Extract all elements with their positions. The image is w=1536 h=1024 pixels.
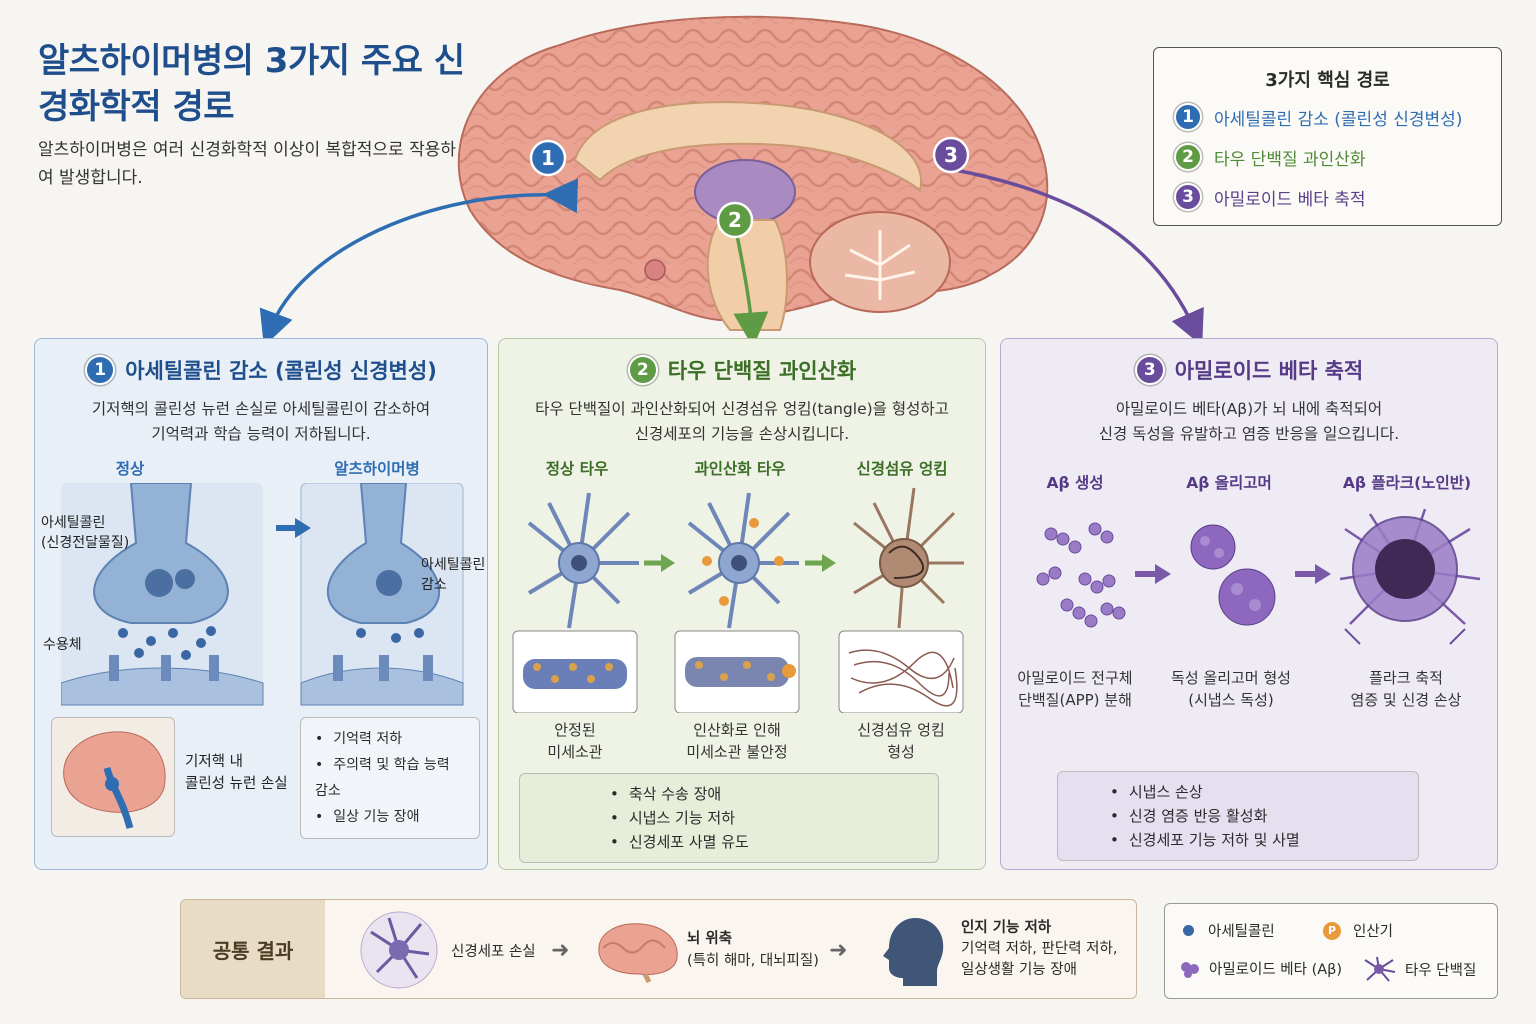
neuron-loss-icon [360,911,438,989]
legend-box: 아세틸콜린 P 인산기 아밀로이드 베타 (Aβ) 타우 단백질 [1164,903,1498,999]
panel-2-effects-list: 축삭 수송 장애 시냅스 기능 저하 신경세포 사멸 유도 [519,773,939,863]
page-subtitle: 알츠하이머병은 여러 신경화학적 이상이 복합적으로 작용하여 발생합니다. [38,140,457,188]
amyloid-caption-2: 독성 올리고머 형성(시냅스 독성) [1171,669,1291,709]
legend-item-phosphate: P 인산기 [1323,920,1393,941]
key-item-label: 타우 단백질 과인산화 [1214,149,1366,170]
stage-label: 신경섬유 엉킴 [856,460,948,478]
arrow-right-icon: ➜ [829,938,848,963]
common-step-3: 인지 기능 저하 기억력 저하, 판단력 저하, 일상생활 기능 장애 [961,920,1118,978]
number-badge: 3 [1134,355,1165,385]
key-item-2: 2 타우 단백질 과인산화 [1174,142,1366,172]
amyloid-illustration [1036,509,1481,645]
key-item-label: 아세틸콜린 감소 (콜린성 신경변성) [1214,109,1463,130]
common-result-label: 공통 결과 [181,900,325,998]
panel-2-description: 타우 단백질이 과인산화되어 신경섬유 엉킴(tangle)을 형성하고 신경세… [535,400,949,443]
common-result-box: 공통 결과 신경세포 손실 ➜ 뇌 위축 (특히 해마, 대뇌피질) ➜ 인지 … [180,899,1137,999]
number-badge: 1 [85,355,116,385]
svg-text:1: 1 [541,146,555,170]
panel-3-effects-list: 시냅스 손상 신경 염증 반응 활성화 신경세포 기능 저하 및 사멸 [1057,771,1419,861]
common-step-2: 뇌 위축 (특히 해마, 대뇌피질) [687,931,819,969]
brain-marker-2: 2 [716,201,754,239]
list-item: 축삭 수송 장애 [610,782,924,806]
list-item: 시냅스 기능 저하 [610,806,924,830]
corpus-callosum-shape [573,101,923,192]
stage-label: Aβ 플라크(노인반) [1342,474,1472,492]
stage-label: 정상 타우 [545,460,609,478]
key-item-label: 아밀로이드 베타 축적 [1214,189,1366,210]
panel-1-description: 기저핵의 콜린성 뉴런 손실로 아세틸콜린이 감소하여 기억력과 학습 능력이 … [91,400,431,443]
acetylcholine-dot-icon [1183,925,1194,936]
number-badge: 2 [627,355,658,385]
brain-illustration: 1 2 3 [259,15,1204,340]
stage-label: 과인산화 타우 [694,460,786,478]
brain-atrophy-icon [598,923,678,984]
svg-text:2: 2 [728,208,742,232]
page-title: 알츠하이머병의 3가지 주요 신경화학적 경로 [38,41,465,127]
panel-1-title: 아세틸콜린 감소 (콜린성 신경변성) [125,359,437,383]
head-profile-icon [883,918,944,986]
tau-neuron-icon [1364,956,1396,982]
phosphate-icon: P [1323,921,1341,940]
synapse-illustration [61,483,464,706]
label-acetylcholine: 아세틸콜린(신경전달물질) [41,515,130,551]
label-receptor: 수용체 [43,637,82,653]
stage-label: Aβ 올리고머 [1186,474,1272,492]
list-item: 기억력 저하 [315,726,465,752]
legend-item-acetylcholine: 아세틸콜린 [1183,920,1275,941]
panel-2-title: 타우 단백질 과인산화 [667,359,857,383]
stage-normal-label: 정상 [115,460,145,478]
panel-1-header: 1 아세틸콜린 감소 (콜린성 신경변성) [35,355,487,385]
list-item: 신경세포 기능 저하 및 사멸 [1110,828,1404,852]
svg-text:3: 3 [944,143,958,167]
panel-acetylcholine: 1 아세틸콜린 감소 (콜린성 신경변성) 기저핵의 콜린성 뉴런 손실로 아세… [34,338,488,870]
number-badge: 1 [1174,103,1202,131]
panel-3-header: 3 아밀로이드 베타 축적 [1001,355,1497,385]
tau-illustration [512,487,964,713]
list-item: 시냅스 손상 [1110,780,1404,804]
brain-marker-3: 3 [932,136,970,174]
panel-3-title: 아밀로이드 베타 축적 [1174,359,1364,383]
panel-1-effects-list: 기억력 저하 주의력 및 학습 능력 감소 일상 기능 장애 [300,717,480,839]
panel-amyloid: 3 아밀로이드 베타 축적 아밀로이드 베타(Aβ)가 뇌 내에 축적되어 신경… [1000,338,1498,870]
key-item-1: 1 아세틸콜린 감소 (콜린성 신경변성) [1174,102,1462,132]
arrow-pathway-3 [954,168,1204,340]
legend-item-amyloid: 아밀로이드 베타 (Aβ) [1179,958,1342,979]
arrow-right-icon: ➜ [551,938,570,963]
brainstem-shape [706,219,788,331]
key-box: 3가지 핵심 경로 1 아세틸콜린 감소 (콜린성 신경변성) 2 타우 단백질… [1153,47,1502,226]
panel-3-description: 아밀로이드 베타(Aβ)가 뇌 내에 축적되어 신경 독성을 유발하고 염증 반… [1098,400,1400,443]
list-item: 신경세포 사멸 유도 [610,830,924,854]
number-badge: 2 [1174,143,1202,171]
key-box-title: 3가지 핵심 경로 [1265,70,1390,91]
panel-2-header: 2 타우 단백질 과인산화 [499,355,985,385]
stage-ad-label: 알츠하이머병 [334,460,420,478]
common-step-1: 신경세포 손실 [451,944,536,960]
basal-forebrain-thumbnail [51,717,175,837]
mini-brain-icon [63,731,166,829]
list-item: 신경 염증 반응 활성화 [1110,804,1404,828]
panel-tau: 2 타우 단백질 과인산화 타우 단백질이 과인산화되어 신경섬유 엉킴(tan… [498,338,986,870]
number-badge: 3 [1174,183,1202,211]
arrow-pathway-1 [259,178,579,340]
amyloid-cluster-icon [1181,961,1199,978]
list-item: 일상 기능 장애 [315,804,465,830]
stage-label: Aβ 생성 [1046,474,1104,492]
list-item: 주의력 및 학습 능력 감소 [315,752,465,804]
brain-marker-1: 1 [529,139,567,177]
key-item-3: 3 아밀로이드 베타 축적 [1174,182,1366,212]
legend-item-tau: 타우 단백질 [1361,956,1476,982]
